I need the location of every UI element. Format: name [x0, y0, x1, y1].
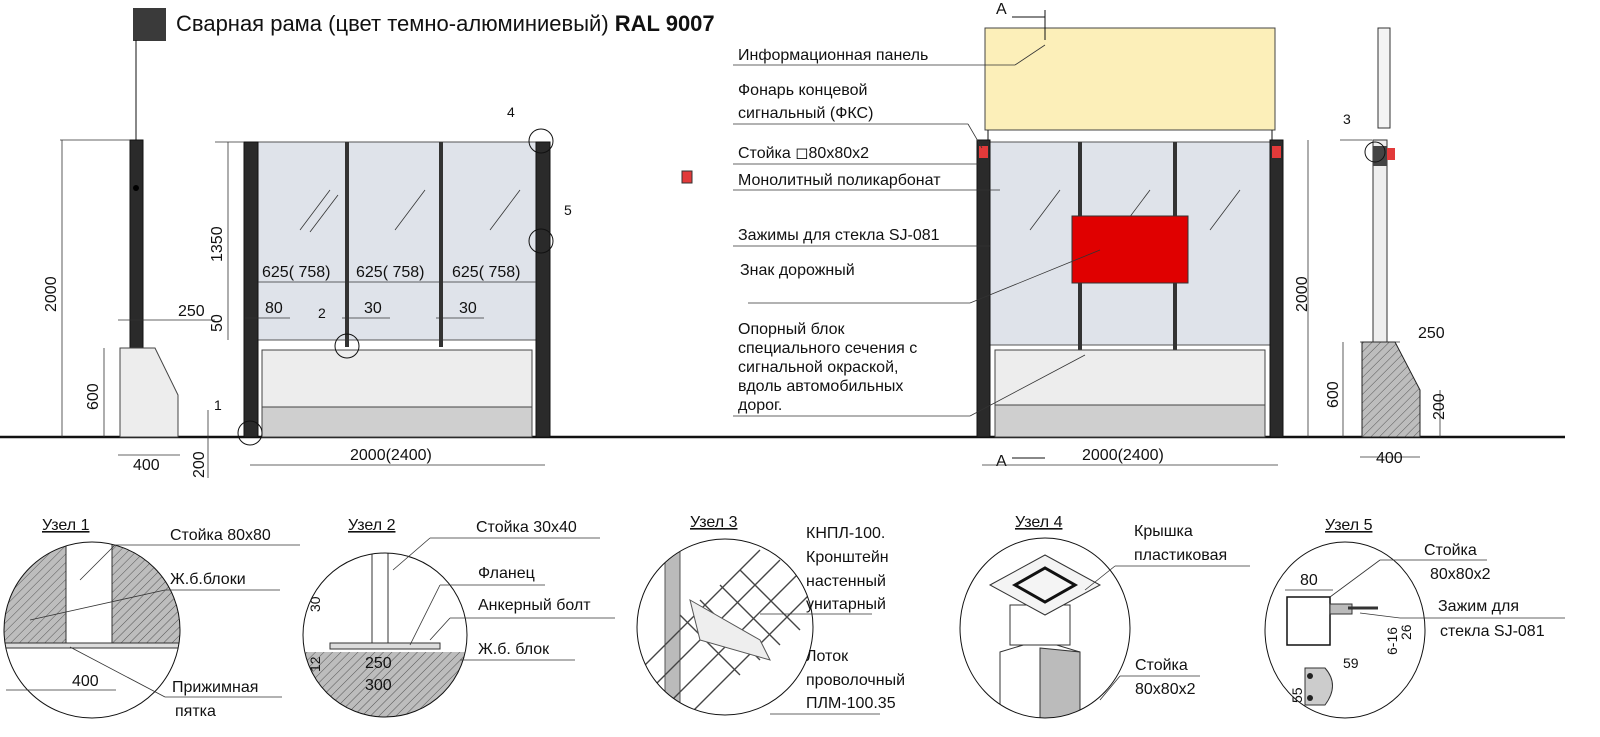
dim-depth: 200 — [191, 451, 208, 478]
svg-text:вдоль автомобильных: вдоль автомобильных — [738, 378, 903, 395]
detail-5-dim-6-16: 6-16 — [1384, 627, 1400, 655]
callout-5-circle — [528, 228, 554, 254]
callout-4-circle — [528, 128, 554, 154]
title: Сварная рама (цвет темно-алюминиевый) RA… — [176, 11, 715, 36]
detail-5-dim-26: 26 — [1398, 624, 1414, 640]
detail-5-title: Узел 5 — [1325, 517, 1373, 534]
callout-2-circle — [334, 333, 360, 359]
lamp-legend-swatch — [681, 170, 693, 184]
dim-block-height: 600 — [85, 383, 102, 410]
detail-1-dim: 400 — [72, 673, 99, 690]
detail-2-dim-12: 12 — [307, 656, 323, 672]
callout-3: 3 — [1343, 111, 1351, 127]
detail-2-label-flange: Фланец — [478, 565, 535, 582]
dim-glass-height: 1350 — [209, 226, 226, 262]
dim-post: 80 — [265, 300, 283, 317]
section-mark-top: А — [996, 1, 1007, 18]
detail-5-label-post-1: Стойка — [1424, 542, 1477, 559]
detail-3-label-bracket: КНПЛ-100. Кронштейн настенный унитарный — [806, 525, 889, 613]
dim-clamp-2: 30 — [459, 300, 477, 317]
detail-3-title: Узел 3 — [690, 514, 738, 531]
dim-clamp-1: 30 — [364, 300, 382, 317]
detail-4-title: Узел 4 — [1015, 514, 1063, 531]
panel-width-1: 625( 758) — [262, 264, 331, 281]
dim-top-r: 250 — [1418, 325, 1445, 342]
label-post: Стойка ◻80х80х2 — [738, 145, 869, 162]
callout-4: 4 — [507, 104, 515, 120]
detail-1-label-heel-1: Прижимная — [172, 679, 258, 696]
detail-4-label-cap-2: пластиковая — [1134, 547, 1227, 564]
detail-4: Узел 4 Крышка пластиковая Стойка 80х80х2 — [959, 514, 1250, 719]
detail-5-label-clamp-1: Зажим для — [1438, 598, 1519, 615]
dim-block-h-r: 600 — [1325, 381, 1342, 408]
label-lamp-2: сигнальный (ФКС) — [738, 105, 873, 122]
detail-4-label-post-2: 80х80х2 — [1135, 681, 1196, 698]
panel-width-3: 625( 758) — [452, 264, 521, 281]
detail-3-label-tray: Лоток проволочный ПЛМ-100.35 — [806, 648, 905, 712]
detail-5-dim-55: 55 — [1289, 687, 1305, 703]
road-sign — [1071, 215, 1189, 284]
dim-total-2: 2000(2400) — [1082, 447, 1164, 464]
svg-text:Лоток: Лоток — [806, 648, 849, 665]
svg-text:дорог.: дорог. — [738, 397, 782, 414]
callout-1: 1 — [214, 397, 222, 413]
detail-2-label-block: Ж.б. блок — [478, 641, 550, 658]
detail-5-dim-80: 80 — [1300, 572, 1318, 589]
svg-text:Кронштейн: Кронштейн — [806, 549, 889, 566]
panel-width-2: 625( 758) — [356, 264, 425, 281]
detail-1-label-heel-2: пятка — [175, 703, 216, 720]
dim-depth-r: 200 — [1431, 393, 1448, 420]
front-view-1: 1350 50 625( 758) 625( 758) 625( 758) 80… — [209, 104, 572, 466]
detail-5-label-post-2: 80х80х2 — [1430, 566, 1491, 583]
svg-text:проволочный: проволочный — [806, 672, 905, 689]
detail-1: Узел 1 400 Стойка 80х80 Ж.б.блоки Прижим… — [3, 517, 300, 720]
callout-5: 5 — [564, 202, 572, 218]
detail-4-label-post-1: Стойка — [1135, 657, 1188, 674]
detail-2-label-bolt: Анкерный болт — [478, 597, 591, 614]
detail-5-dim-59: 59 — [1343, 655, 1359, 671]
detail-2-label-post: Стойка 30х40 — [476, 519, 577, 536]
svg-text:сигнальной окраской,: сигнальной окраской, — [738, 359, 898, 376]
label-info-panel: Информационная панель — [738, 47, 928, 64]
dim-total-1: 2000(2400) — [350, 447, 432, 464]
svg-text:ПЛМ-100.35: ПЛМ-100.35 — [806, 695, 896, 712]
dim-height-r: 2000 — [1294, 276, 1311, 312]
front-view-2: А А 2000(2400) Информационная панель Фон… — [733, 1, 1284, 470]
dim-gap: 50 — [209, 314, 226, 332]
dim-height: 2000 — [43, 276, 60, 312]
left-side-view: 2000 250 600 400 200 — [43, 40, 215, 478]
svg-text:специального сечения с: специального сечения с — [738, 340, 917, 357]
detail-1-title: Узел 1 — [42, 517, 90, 534]
dim-width: 400 — [133, 457, 160, 474]
right-side-view: 2000 250 600 200 400 3 — [1294, 27, 1448, 467]
detail-3: Узел 3 КНПЛ-100. Кронштейн настенный уни… — [636, 514, 905, 716]
detail-2-dim-30: 30 — [307, 596, 323, 612]
svg-text:КНПЛ-100.: КНПЛ-100. — [806, 525, 885, 542]
svg-text:настенный: настенный — [806, 573, 886, 590]
legend-frame: Сварная рама (цвет темно-алюминиевый) RA… — [133, 8, 715, 41]
callout-1-circle — [237, 420, 263, 446]
info-panel — [984, 27, 1276, 131]
svg-text:Опорный блок: Опорный блок — [738, 321, 845, 338]
label-road-sign: Знак дорожный — [740, 262, 855, 279]
label-lamp-1: Фонарь концевой — [738, 82, 867, 99]
callout-2: 2 — [318, 305, 326, 321]
dim-top: 250 — [178, 303, 205, 320]
detail-1-label-blocks: Ж.б.блоки — [170, 571, 246, 588]
detail-1-label-post: Стойка 80х80 — [170, 527, 271, 544]
label-support-block: Опорный блок специального сечения с сигн… — [738, 321, 917, 414]
detail-5-label-clamp-2: стекла SJ-081 — [1440, 623, 1545, 640]
section-mark-bottom: А — [996, 453, 1007, 470]
detail-2-title: Узел 2 — [348, 517, 396, 534]
svg-text:унитарный: унитарный — [806, 596, 886, 613]
frame-color-swatch — [133, 8, 166, 41]
detail-2: Узел 2 30 12 250 300 Стойка 30х40 Фланец… — [302, 517, 615, 718]
detail-2-dim-300: 300 — [365, 677, 392, 694]
label-polycarbonate: Монолитный поликарбонат — [738, 172, 941, 189]
detail-4-label-cap-1: Крышка — [1134, 523, 1193, 540]
detail-5: Узел 5 80 59 55 6-16 26 Стойка 80х80х2 З… — [1264, 517, 1565, 719]
dim-width-r: 400 — [1376, 450, 1403, 467]
detail-2-dim-250: 250 — [365, 655, 392, 672]
label-clamps: Зажимы для стекла SJ-081 — [738, 227, 940, 244]
